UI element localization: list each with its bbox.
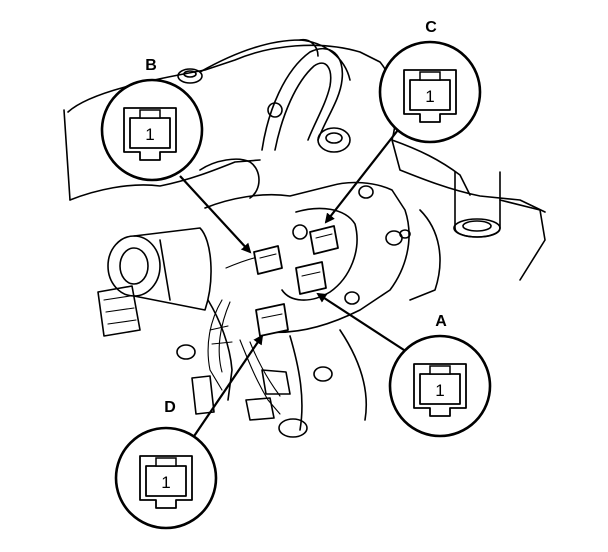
connector-D-on-unit	[255, 303, 289, 337]
connector-C-on-unit	[309, 225, 339, 255]
callout-C-pin: 1	[425, 87, 434, 106]
callout-A: 1	[388, 334, 492, 438]
label-D: D	[164, 399, 176, 416]
connector-A-on-unit	[295, 261, 327, 295]
callout-B: 1	[100, 78, 204, 182]
callout-D-pin: 1	[161, 473, 170, 492]
callout-C: 1	[378, 40, 482, 144]
leader-line-D	[185, 334, 264, 449]
callout-D: 1	[114, 426, 218, 530]
callout-B-pin: 1	[145, 125, 154, 144]
leader-line-B	[179, 175, 252, 254]
housing-line-art	[63, 38, 546, 438]
callout-A-pin: 1	[435, 381, 444, 400]
label-C: C	[425, 19, 437, 36]
leader-line-A	[316, 292, 405, 351]
connector-B-on-unit	[253, 245, 283, 275]
leader-line-C	[324, 129, 399, 224]
label-B: B	[145, 57, 157, 74]
label-A: A	[435, 313, 447, 330]
